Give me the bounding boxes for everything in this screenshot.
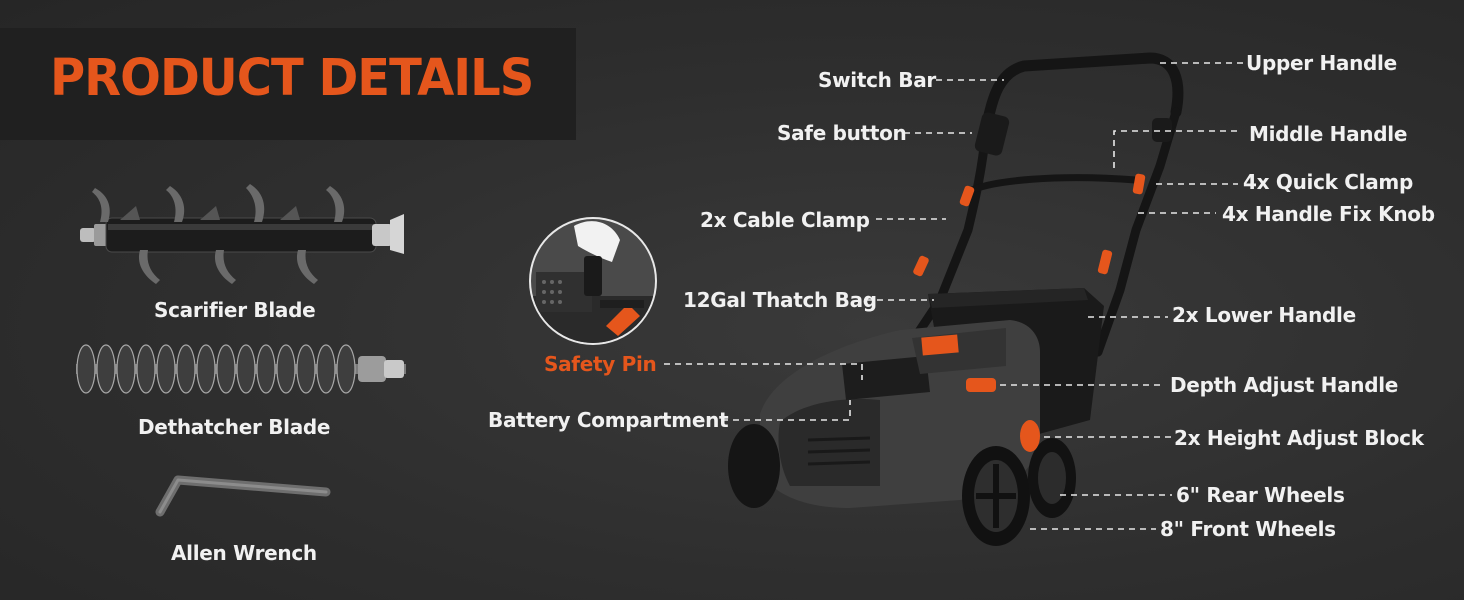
rear-wheel: [1028, 438, 1076, 518]
callout-battery-compartment: Battery Compartment: [488, 408, 729, 432]
depth-adjust-knob: [966, 378, 996, 392]
quick-clamps: [913, 173, 1146, 277]
callout-switch-bar: Switch Bar: [818, 68, 936, 92]
callout-safe-button: Safe button: [777, 121, 907, 145]
scarifier-blade-caption: Scarifier Blade: [154, 298, 316, 322]
callout-quick-clamp: 4x Quick Clamp: [1243, 170, 1413, 194]
scarifier-blade-image: [80, 184, 404, 284]
battery-compartment-shape: [842, 356, 930, 400]
callout-front-wheels: 8" Front Wheels: [1160, 517, 1336, 541]
safety-pin-label: Safety Pin: [544, 352, 657, 376]
allen-wrench-caption: Allen Wrench: [171, 541, 317, 565]
dethatcher-blade-caption: Dethatcher Blade: [138, 415, 331, 439]
dethatcher-blade-image: [76, 344, 406, 394]
front-wheel: [962, 446, 1030, 546]
left-wheel: [728, 424, 780, 508]
callout-height-adjust-block: 2x Height Adjust Block: [1174, 426, 1424, 450]
callout-middle-handle: Middle Handle: [1249, 122, 1408, 146]
callout-rear-wheels: 6" Rear Wheels: [1176, 483, 1345, 507]
callout-handle-fix-knob: 4x Handle Fix Knob: [1222, 202, 1435, 226]
callout-upper-handle: Upper Handle: [1246, 51, 1397, 75]
callout-thatch-bag: 12Gal Thatch Bag: [683, 288, 877, 312]
allen-wrench-image: [155, 475, 331, 517]
page-title: PRODUCT DETAILS: [50, 48, 534, 108]
callout-cable-clamp: 2x Cable Clamp: [700, 208, 870, 232]
height-adjust-block: [1020, 420, 1040, 452]
callout-lower-handle: 2x Lower Handle: [1172, 303, 1356, 327]
safe-button-box: [974, 112, 1010, 156]
title-band: [0, 28, 576, 140]
callout-depth-adjust-handle: Depth Adjust Handle: [1170, 373, 1399, 397]
